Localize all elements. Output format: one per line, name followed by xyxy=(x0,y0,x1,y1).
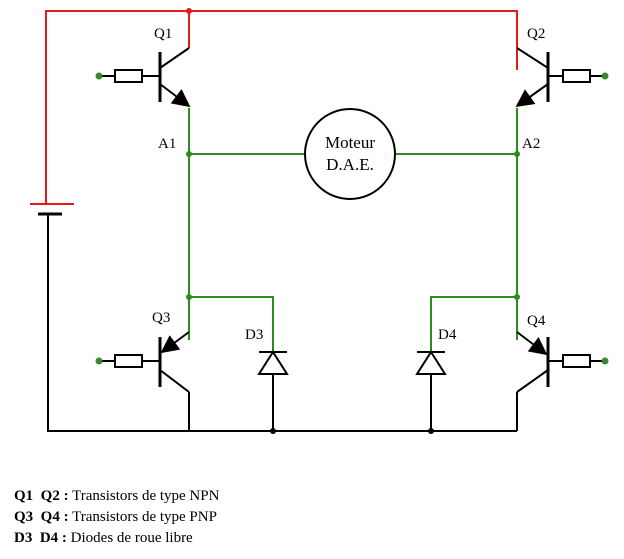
transistor-q3 xyxy=(99,331,190,393)
terminal-q3 xyxy=(95,357,103,365)
legend-key: D3 D4 : xyxy=(14,530,67,546)
terminal-q4 xyxy=(601,357,609,365)
ground-wire xyxy=(38,212,518,432)
diode-d3 xyxy=(257,350,289,375)
terminal-q2 xyxy=(601,72,609,80)
legend-text: Diodes de roue libre xyxy=(66,530,193,546)
bridge-junctions xyxy=(186,151,520,300)
legend-row-diodes: D3 D4 : Diodes de roue libre xyxy=(14,528,219,549)
label-a2: A2 xyxy=(522,136,540,152)
transistor-q1 xyxy=(99,47,191,108)
label-q4: Q4 xyxy=(527,313,546,329)
h-bridge-circuit: Moteur D.A.E. xyxy=(30,8,609,434)
label-a1: A1 xyxy=(158,136,176,152)
supply-wire xyxy=(30,10,518,205)
motor-label-line2: D.A.E. xyxy=(326,155,374,174)
legend-text: Transistors de type PNP xyxy=(68,509,217,525)
legend-row-pnp: Q3 Q4 : Transistors de type PNP xyxy=(14,507,219,528)
ground-junction-d3 xyxy=(270,428,276,434)
motor-label-line1: Moteur xyxy=(325,133,375,152)
legend: Q1 Q2 : Transistors de type NPN Q3 Q4 : … xyxy=(14,486,219,549)
label-q3: Q3 xyxy=(152,310,170,326)
legend-row-npn: Q1 Q2 : Transistors de type NPN xyxy=(14,486,219,507)
label-d3: D3 xyxy=(245,327,263,343)
label-d4: D4 xyxy=(438,327,457,343)
transistor-q4 xyxy=(516,331,605,393)
motor: Moteur D.A.E. xyxy=(304,108,396,200)
label-q1: Q1 xyxy=(154,26,172,42)
bridge-wire xyxy=(188,108,518,352)
supply-junction xyxy=(186,8,192,14)
legend-text: Transistors de type NPN xyxy=(68,488,220,504)
transistor-q2 xyxy=(515,47,605,108)
legend-key: Q3 Q4 : xyxy=(14,509,69,525)
diode-d4 xyxy=(415,350,447,375)
ground-junction-d4 xyxy=(428,428,434,434)
terminal-q1 xyxy=(95,72,103,80)
legend-key: Q1 Q2 : xyxy=(14,488,69,504)
label-q2: Q2 xyxy=(527,26,545,42)
